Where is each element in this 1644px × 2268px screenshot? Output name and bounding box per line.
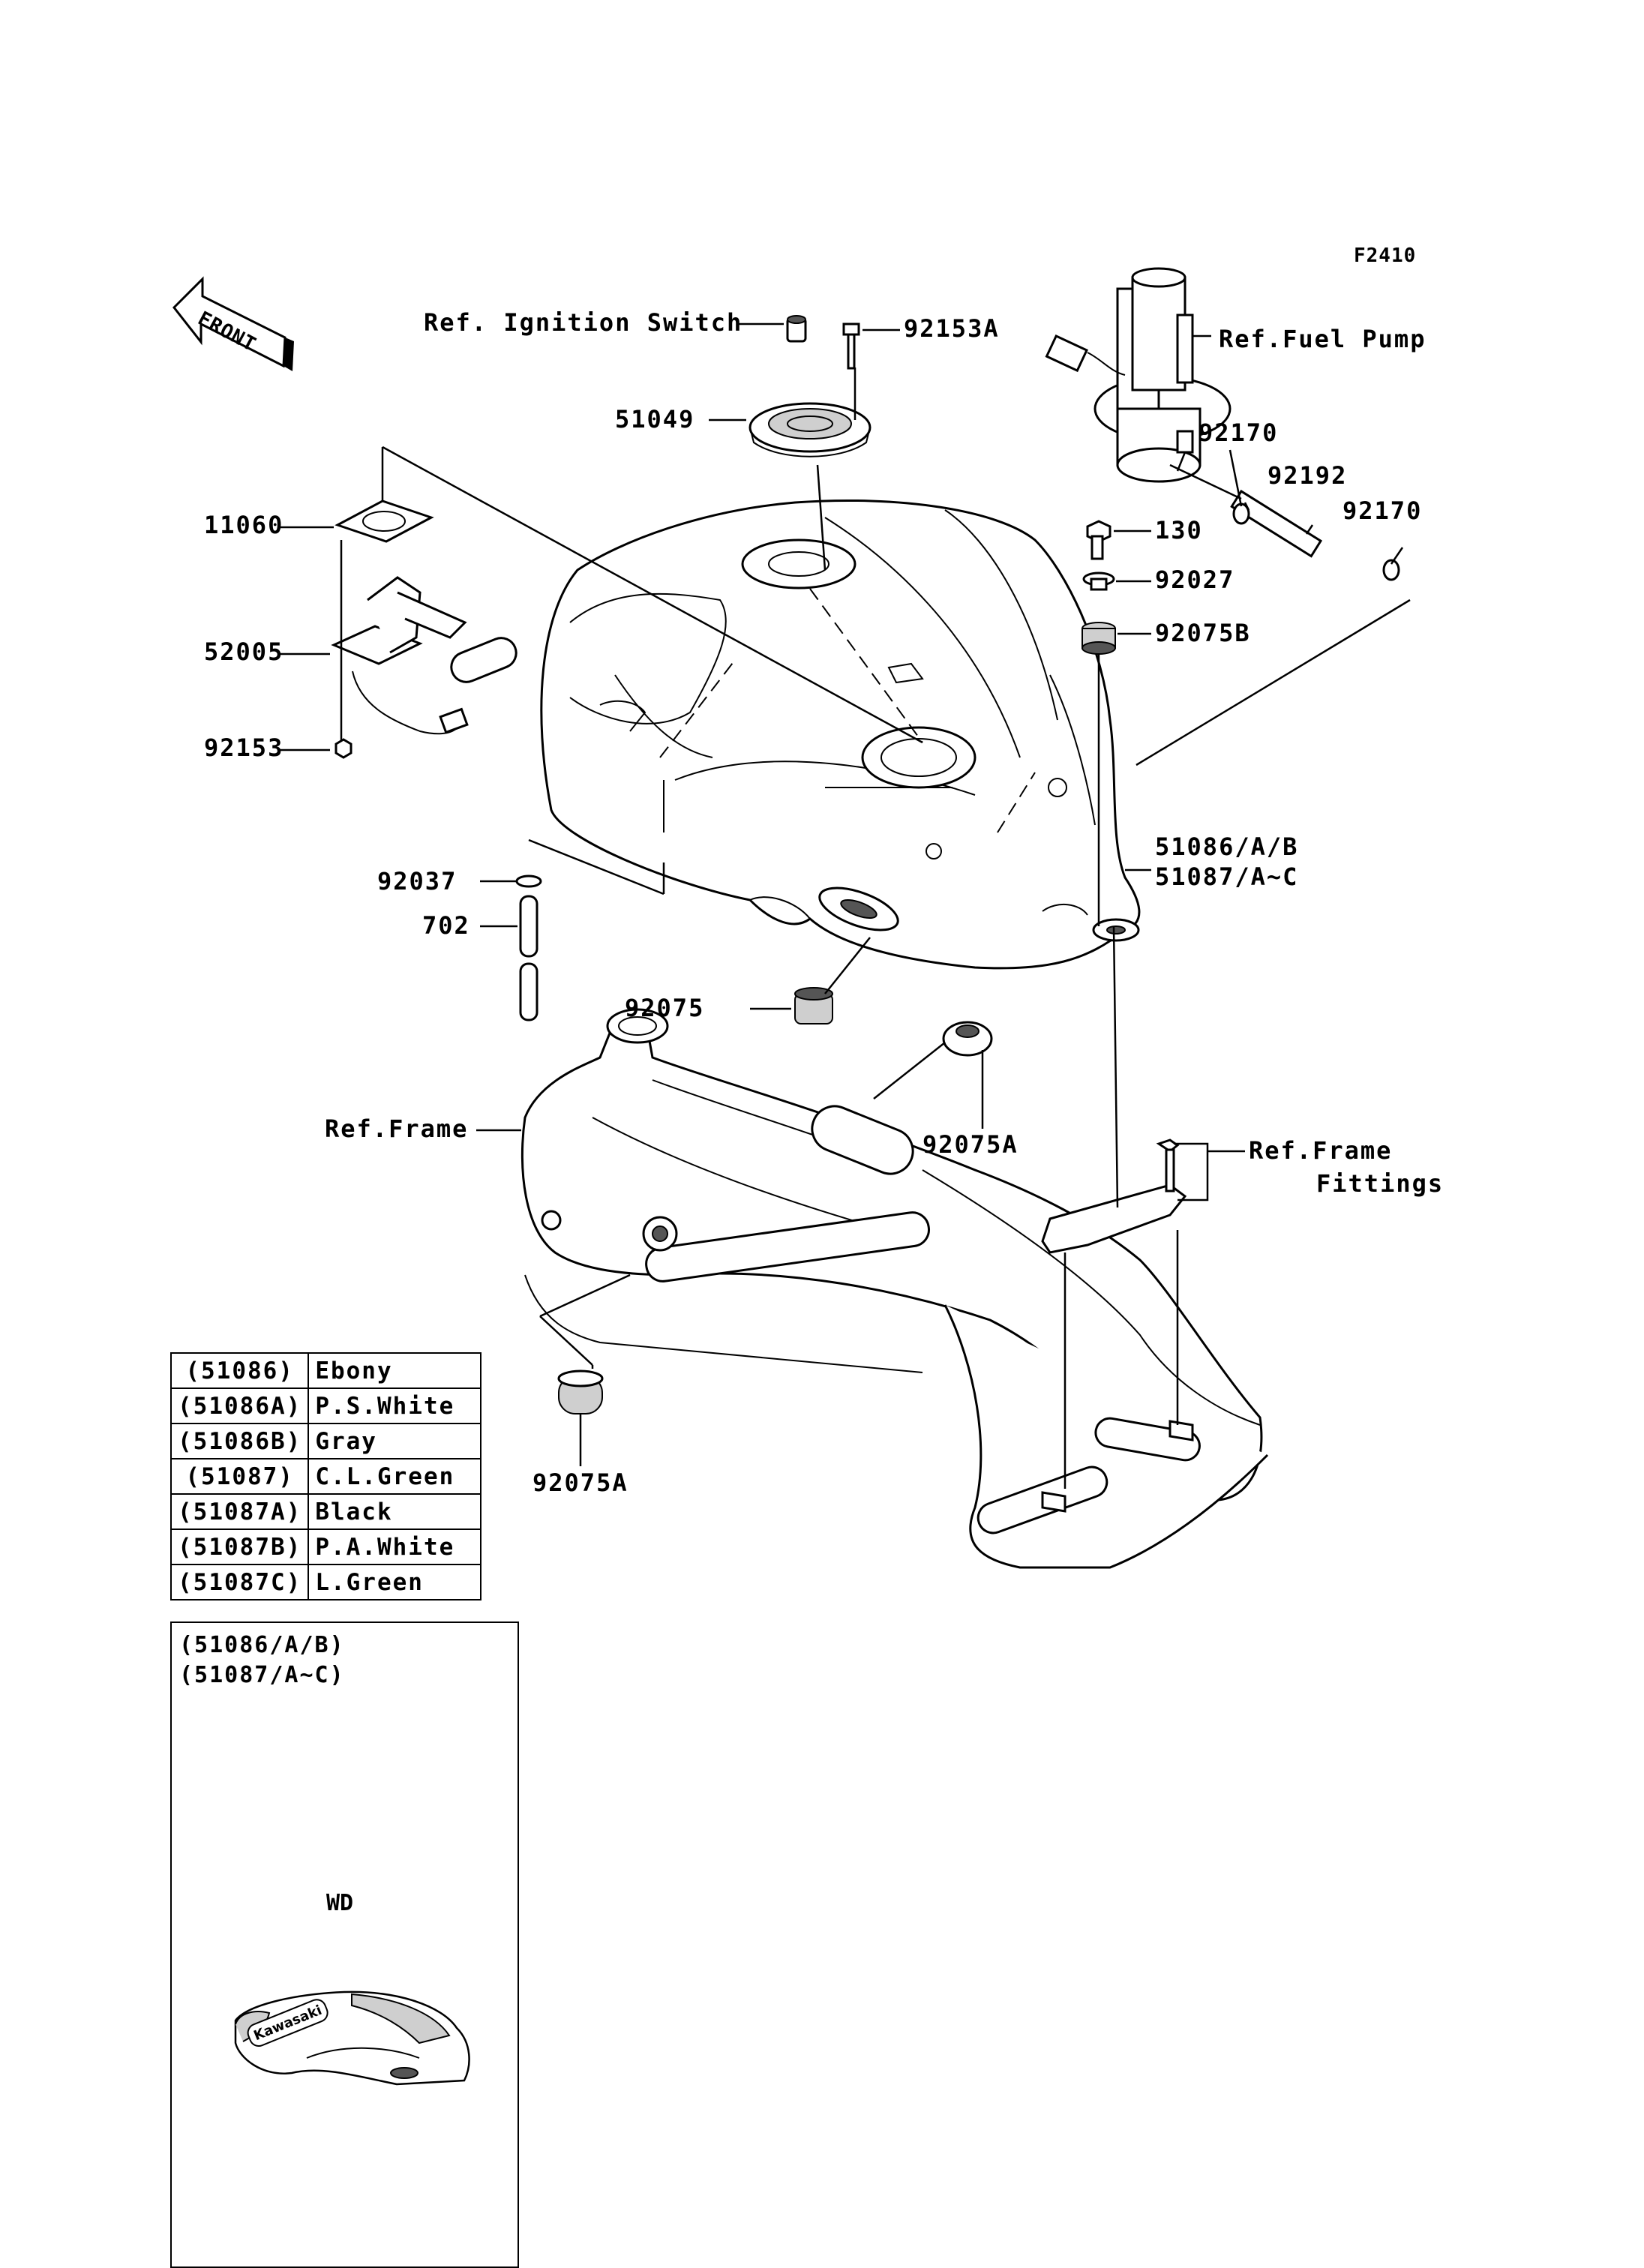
label-ref-frame-fittings-2: Fittings xyxy=(1316,1169,1444,1198)
label-ref-fuel-pump: Ref.Fuel Pump xyxy=(1219,325,1426,353)
filler-cap xyxy=(748,402,872,571)
label-ref-ignition-switch: Ref. Ignition Switch xyxy=(424,308,742,337)
color-name: Black xyxy=(308,1493,482,1530)
color-table: (51086)Ebony(51086A)P.S.White(51086B)Gra… xyxy=(170,1352,482,1600)
screw-92153A xyxy=(842,322,860,420)
drain-hose-702 xyxy=(519,895,538,1022)
parts-diagram: F2410 FRONT xyxy=(172,244,1444,1569)
wd-tank-illustration: Kawasaki xyxy=(234,1990,470,2086)
front-arrow-icon: FRONT xyxy=(172,276,294,371)
color-table-row: (51087A)Black xyxy=(170,1493,482,1530)
label-92075A-b: 92075A xyxy=(532,1468,628,1497)
wd-line-1: (51086/A/B) xyxy=(179,1632,345,1658)
fuel-tank xyxy=(540,499,1141,970)
color-name: P.A.White xyxy=(308,1528,482,1565)
color-code: (51087A) xyxy=(170,1493,310,1530)
color-table-row: (51087C)L.Green xyxy=(170,1564,482,1600)
color-code: (51086B) xyxy=(170,1423,310,1460)
label-92153A: 92153A xyxy=(904,314,1000,343)
color-name: C.L.Green xyxy=(308,1458,482,1495)
color-table-row: (51086B)Gray xyxy=(170,1423,482,1460)
label-ref-frame-fittings-1: Ref.Frame xyxy=(1249,1136,1392,1165)
label-130: 130 xyxy=(1155,516,1203,544)
grommet-92075B xyxy=(1082,622,1116,655)
ignition-bushing xyxy=(786,315,807,343)
color-code: (51087C) xyxy=(170,1564,310,1600)
label-ref-frame: Ref.Frame xyxy=(325,1114,468,1143)
color-name: Ebony xyxy=(308,1352,482,1389)
wd-caption: WD xyxy=(326,1890,354,1916)
color-name: P.S.White xyxy=(308,1388,482,1424)
label-92170-a: 92170 xyxy=(1198,418,1278,447)
figure-code: F2410 xyxy=(1354,244,1416,267)
gasket-11060 xyxy=(334,500,434,543)
color-table-row: (51086A)P.S.White xyxy=(170,1388,482,1424)
label-92075A-a: 92075A xyxy=(922,1130,1018,1159)
grommet-92075A-a xyxy=(942,1021,993,1057)
grommet-92075 xyxy=(794,987,833,1024)
color-name: L.Green xyxy=(308,1564,482,1600)
label-11060: 11060 xyxy=(204,511,284,539)
label-92153: 92153 xyxy=(204,734,284,762)
color-code: (51086A) xyxy=(170,1388,310,1424)
label-92075: 92075 xyxy=(625,994,704,1022)
label-92037: 92037 xyxy=(377,867,457,896)
wd-line-2: (51087/A~C) xyxy=(179,1662,345,1688)
color-name: Gray xyxy=(308,1423,482,1460)
screw-92153 xyxy=(334,738,352,759)
color-code: (51087) xyxy=(170,1458,310,1495)
label-92075B: 92075B xyxy=(1155,619,1251,647)
label-51087: 51087/A~C xyxy=(1155,862,1298,891)
label-92192: 92192 xyxy=(1268,461,1347,490)
washer-92027 xyxy=(1082,572,1115,591)
color-code: (51087B) xyxy=(170,1528,310,1565)
clip-92037 xyxy=(515,874,542,888)
grommet-92075A-b xyxy=(557,1370,604,1414)
bolt-130 xyxy=(1086,520,1112,560)
clamp-92170-b xyxy=(1382,559,1400,581)
color-table-row: (51087)C.L.Green xyxy=(170,1458,482,1495)
frame-fitting xyxy=(1041,1138,1187,1254)
color-code: (51086) xyxy=(170,1352,310,1389)
wd-variant-box: (51086/A/B) (51087/A~C) Kawasaki xyxy=(170,1622,519,2268)
color-table-row: (51087B)P.A.White xyxy=(170,1528,482,1565)
frame xyxy=(520,1008,1269,1569)
label-92170-b: 92170 xyxy=(1342,496,1422,525)
fuel-hose-92192 xyxy=(1169,464,1323,558)
label-51086: 51086/A/B xyxy=(1155,832,1298,861)
fuel-pump xyxy=(1045,267,1232,483)
fuel-level-sensor-52005 xyxy=(331,576,518,735)
label-92027: 92027 xyxy=(1155,566,1234,594)
label-702: 702 xyxy=(422,911,470,940)
color-table-row: (51086)Ebony xyxy=(170,1352,482,1389)
label-51049: 51049 xyxy=(615,405,694,434)
label-52005: 52005 xyxy=(204,638,284,666)
